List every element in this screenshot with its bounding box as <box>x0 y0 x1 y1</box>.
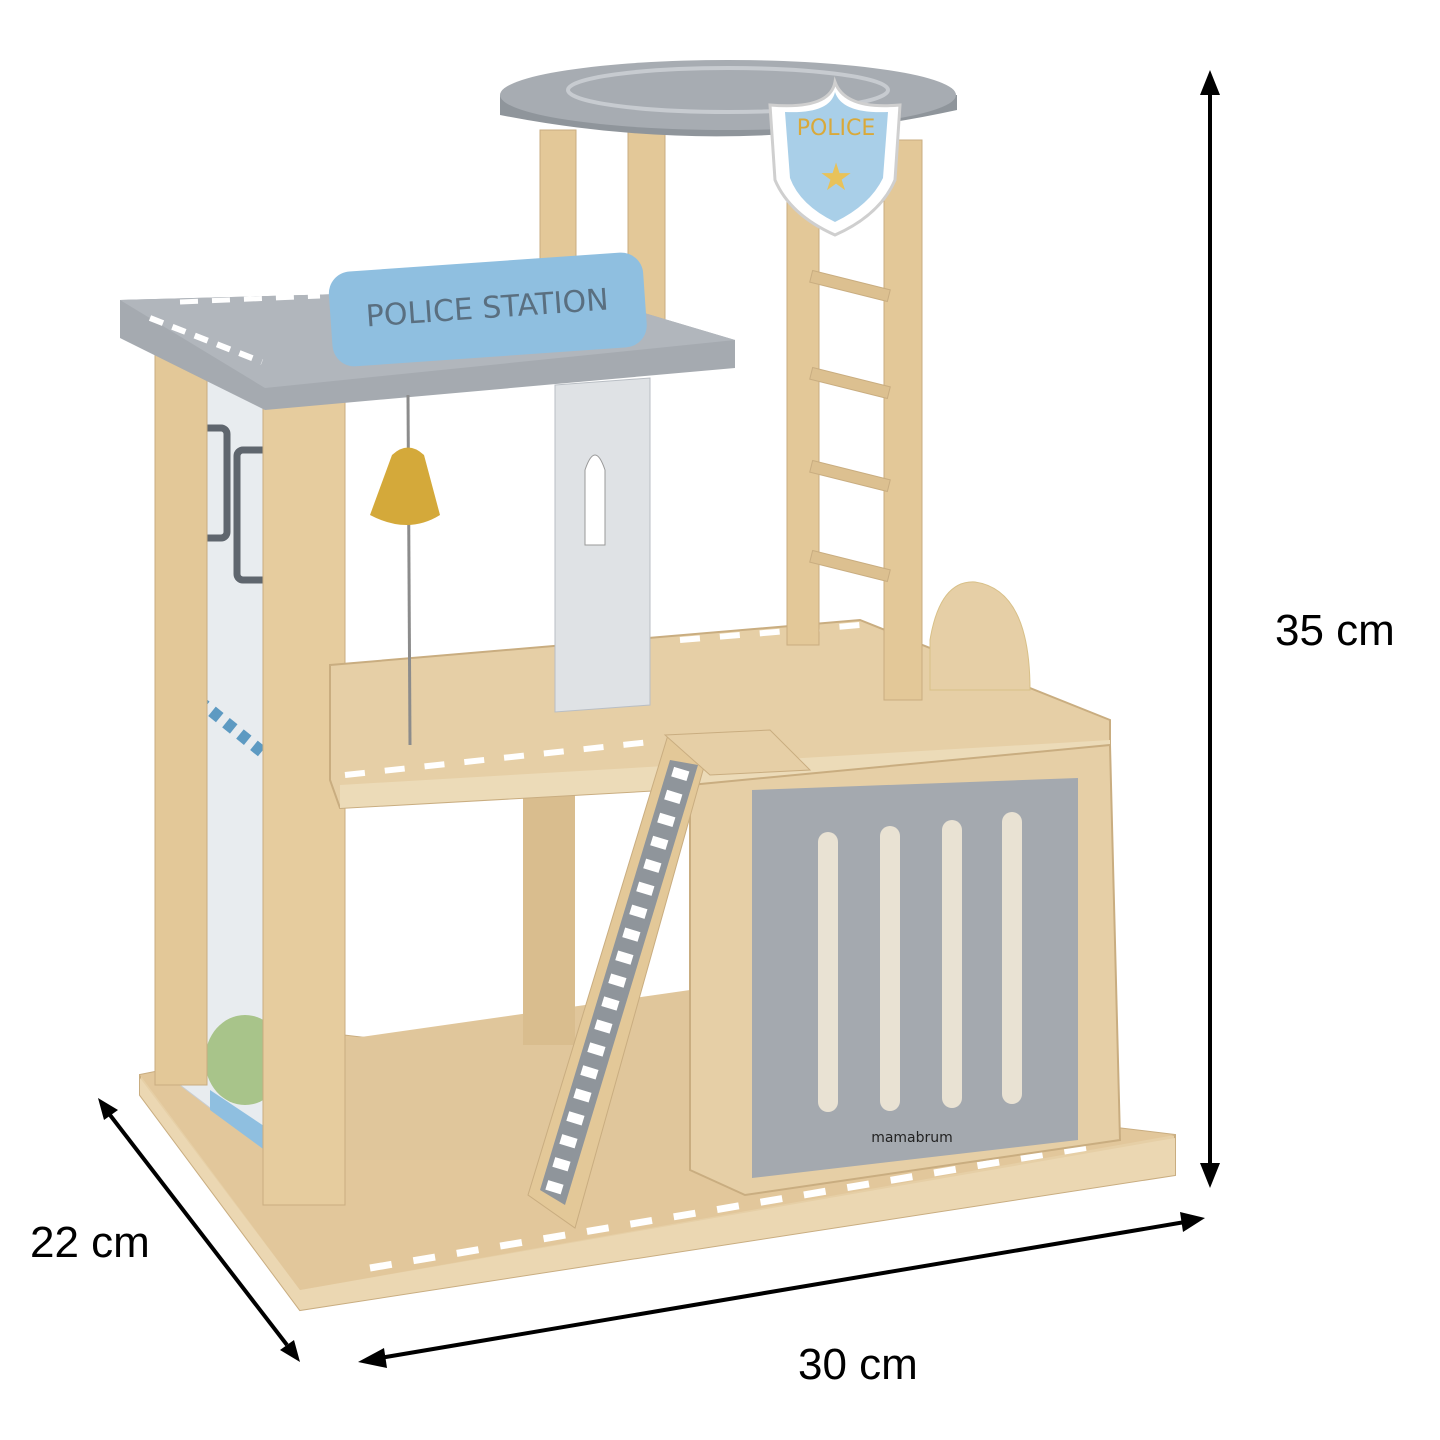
back-post <box>523 790 575 1045</box>
width-label: 30 cm <box>798 1340 918 1389</box>
police-badge: POLICE ★ <box>768 76 902 237</box>
ladder <box>786 139 923 701</box>
police-station-sign: POLICE STATION <box>328 252 647 367</box>
svg-text:POLICE: POLICE <box>797 116 876 141</box>
gray-tower-block <box>554 377 651 713</box>
height-label: 35 cm <box>1275 606 1395 655</box>
svg-text:mamabrum: mamabrum <box>871 1130 953 1146</box>
jail-cell: mamabrum <box>689 743 1122 1197</box>
star-icon: ★ <box>819 157 853 199</box>
depth-arrow <box>108 1113 289 1347</box>
dimension-arrows <box>98 70 1220 1368</box>
depth-label: 22 cm <box>30 1218 150 1267</box>
ramp <box>527 729 812 1229</box>
bell <box>370 394 440 746</box>
ground-floor <box>340 990 690 1160</box>
left-tower <box>154 354 346 1206</box>
width-arrow <box>379 1220 1186 1360</box>
